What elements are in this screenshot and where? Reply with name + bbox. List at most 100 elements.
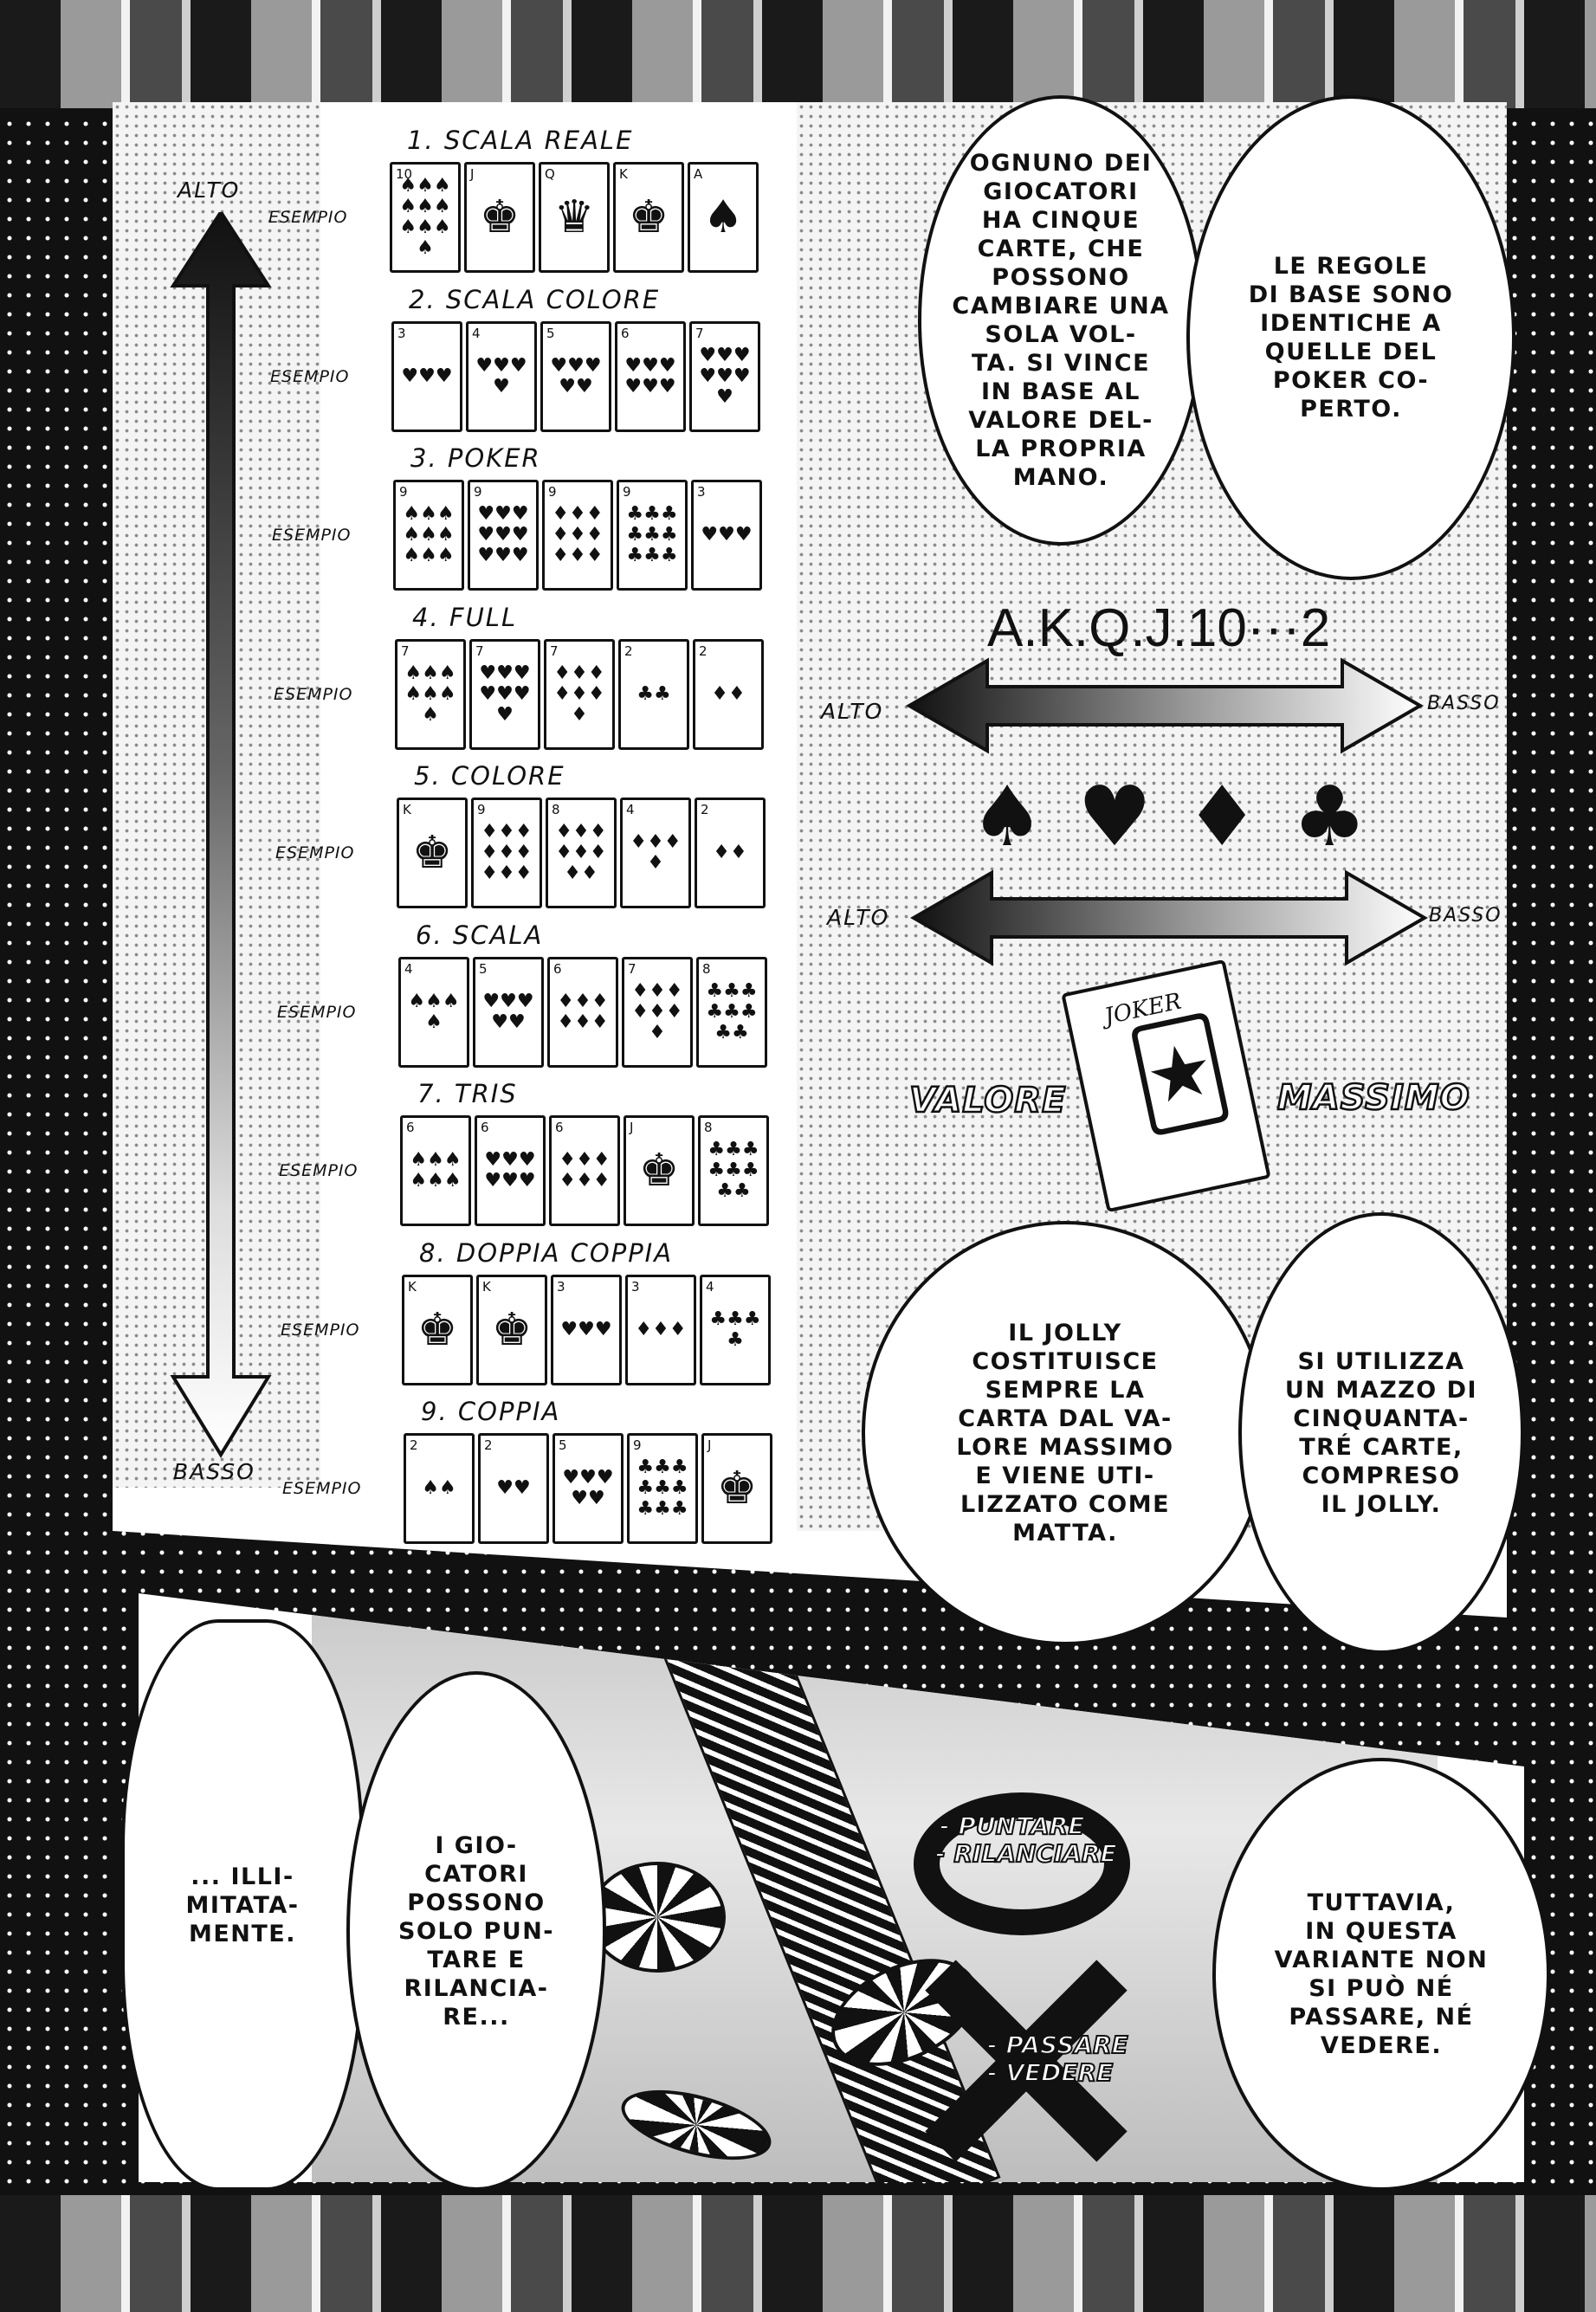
card-suit-icon: ♚	[417, 1303, 458, 1356]
card-suit-icon: ♦♦	[713, 842, 747, 863]
speech-bubble-mazzo: SI UTILIZZA UN MAZZO DI CINQUANTA- TRÉ C…	[1238, 1212, 1524, 1654]
card-rank: 4	[404, 960, 413, 977]
card-group: K♚K♚3♥♥♥3♦♦♦4♣♣♣♣	[402, 1274, 771, 1385]
esempio-label: ESEMPIO	[268, 208, 348, 227]
playing-card: 5♥♥♥♥♥	[552, 1433, 624, 1544]
card-suit-icon: ♦♦♦♦♦♦♦♦♦	[552, 503, 604, 566]
action-passare: - PASSARE	[986, 2030, 1129, 2060]
axis-label-alto: ALTO	[178, 178, 241, 203]
card-suit-icon: ♥♥♥♥♥♥♥	[699, 344, 751, 408]
card-rank: 3	[397, 325, 406, 341]
playing-card: 2 ♦♦	[695, 798, 766, 908]
hand-title: 3. POKER	[410, 443, 541, 473]
card-rank: 2	[410, 1437, 418, 1453]
card-suit-icon: ♠♠♠♠♠♠♠	[404, 662, 456, 726]
card-rank: J	[470, 166, 475, 182]
playing-card: 8 ♣♣♣♣♣♣♣♣	[698, 1115, 769, 1226]
card-suit-icon: ♦♦♦♦♦♦♦♦♦	[481, 821, 533, 884]
hand-title: 7. TRIS	[417, 1079, 518, 1108]
playing-card: 4 ♥♥♥♥	[466, 320, 537, 432]
card-suit-icon: ♚	[479, 191, 520, 243]
speech-bubble-ognuno: OGNUNO DEI GIOCATORI HA CINQUE CARTE, CH…	[918, 95, 1204, 546]
bubble-text-tuttavia: TUTTAVIA, IN QUESTA VARIANTE NON SI PUÒ …	[1274, 1889, 1489, 2059]
playing-card: K♚	[402, 1274, 473, 1385]
bubble-text-ognuno: OGNUNO DEI GIOCATORI HA CINQUE CARTE, CH…	[952, 150, 1170, 491]
esempio-label: ESEMPIO	[279, 1161, 359, 1180]
playing-card: 6♦♦♦♦♦♦	[547, 956, 618, 1068]
card-suit-icon: ♚	[411, 827, 453, 879]
card-rank: 8	[702, 960, 711, 977]
card-suit-icon: ♥♥♥♥♥	[550, 354, 602, 397]
esempio-label: ESEMPIO	[275, 843, 355, 862]
card-suit-icon: ♦♦	[711, 682, 746, 705]
card-rank: 7	[695, 325, 704, 341]
suit-alto-label: ALTO	[827, 905, 890, 930]
playing-card: 5♥♥♥♥♥	[473, 956, 544, 1068]
card-suit-icon: ♦♦♦♦♦♦♦♦	[555, 821, 607, 884]
hand-title: 2. SCALA COLORE	[409, 284, 661, 314]
card-suit-icon: ♥♥♥♥♥♥	[624, 354, 676, 397]
speech-bubble-jolly: IL JOLLY COSTITUISCE SEMPRE LA CARTA DAL…	[862, 1221, 1269, 1645]
card-suit-icon: ♥♥♥	[401, 365, 453, 387]
card-suit-icon: ♦♦♦♦♦♦	[557, 990, 609, 1033]
card-rank: 3	[631, 1278, 640, 1295]
card-rank: 9	[548, 484, 557, 500]
playing-card: 9♦♦♦♦♦♦♦♦♦	[471, 798, 542, 908]
playing-card: 9♣♣♣♣♣♣♣♣♣	[617, 480, 688, 591]
card-rank: J	[630, 1120, 634, 1135]
card-group: 2♠♠2♥♥5♥♥♥♥♥9♣♣♣♣♣♣♣♣♣J♚	[404, 1433, 772, 1544]
club-icon: ♣	[1292, 768, 1367, 865]
card-rank: 10	[396, 166, 413, 182]
card-suit-icon: ♦♦♦♦♦♦	[559, 1149, 611, 1192]
card-rank: 9	[633, 1437, 642, 1453]
card-rank: 7	[550, 643, 559, 659]
esempio-label: ESEMPIO	[282, 1479, 362, 1498]
card-group: 9♠♠♠♠♠♠♠♠♠9♥♥♥♥♥♥♥♥♥9♦♦♦♦♦♦♦♦♦9♣♣♣♣♣♣♣♣♣…	[393, 480, 762, 591]
playing-card: K♚	[397, 798, 468, 908]
card-rank: 2	[701, 802, 709, 817]
card-rank: 2	[484, 1437, 493, 1453]
card-suit-icon: ♦♦♦	[635, 1318, 687, 1340]
card-suit-icon: ♚	[638, 1145, 680, 1197]
axis-label-basso: BASSO	[173, 1459, 255, 1484]
playing-card: 3♥♥♥	[691, 480, 762, 591]
card-rank: 8	[552, 802, 560, 817]
card-rank: J	[708, 1437, 712, 1453]
card-rank: 5	[546, 325, 555, 341]
playing-card: 6♦♦♦♦♦♦	[549, 1115, 620, 1226]
card-rank: 9	[399, 484, 408, 500]
speech-bubble-illimitatamente: ... ILLI- MITATA- MENTE.	[121, 1619, 364, 2191]
card-rank: 4	[472, 325, 481, 341]
playing-card: 6♠♠♠♠♠♠	[400, 1115, 471, 1226]
playing-card: Q♛	[539, 162, 610, 273]
poker-chip-icon	[589, 1862, 726, 1973]
card-suit-icon: ♥♥♥♥	[475, 354, 527, 397]
esempio-label: ESEMPIO	[281, 1320, 360, 1340]
playing-card: 6♥♥♥♥♥♥	[615, 320, 686, 432]
card-suit-icon: ♣♣♣♣♣♣♣♣	[708, 1139, 759, 1202]
hand-title: 8. DOPPIA COPPIA	[419, 1237, 674, 1268]
playing-card: J♚	[701, 1433, 772, 1544]
card-suit-icon: ♠	[702, 191, 744, 243]
playing-card: 7♥♥♥♥♥♥♥	[469, 638, 540, 750]
card-rank: K	[408, 1278, 417, 1295]
card-rank: 2	[699, 643, 708, 659]
bubble-text-mazzo: SI UTILIZZA UN MAZZO DI CINQUANTA- TRÉ C…	[1284, 1348, 1478, 1518]
card-suit-icon: ♦♦♦♦	[630, 831, 682, 874]
card-suit-icon: ♥♥♥♥♥♥	[484, 1149, 536, 1192]
card-rank: K	[403, 802, 411, 817]
esempio-label: ESEMPIO	[272, 526, 352, 545]
playing-card: J♚	[624, 1115, 695, 1226]
playing-card: 7 ♥♥♥♥♥♥♥	[689, 320, 760, 432]
playing-card: 2♥♥	[478, 1433, 549, 1544]
card-group: 7♠♠♠♠♠♠♠7♥♥♥♥♥♥♥7♦♦♦♦♦♦♦2♣♣2♦♦	[395, 638, 764, 750]
card-suit-icon: ♠♠♠♠	[408, 990, 460, 1033]
playing-card: 4♣♣♣♣	[700, 1274, 771, 1385]
playing-card: 9♣♣♣♣♣♣♣♣♣	[627, 1433, 698, 1544]
bubble-text-giocatori: I GIO- CATORI POSSONO SOLO PUN- TARE E R…	[397, 1831, 554, 2031]
hand-title: 5. COLORE	[414, 761, 565, 791]
speech-bubble-regole: LE REGOLE DI BASE SONO IDENTICHE A QUELL…	[1186, 95, 1515, 580]
card-rank: A	[694, 166, 703, 182]
card-rank: 8	[704, 1120, 713, 1135]
card-rank: 6	[481, 1120, 489, 1135]
